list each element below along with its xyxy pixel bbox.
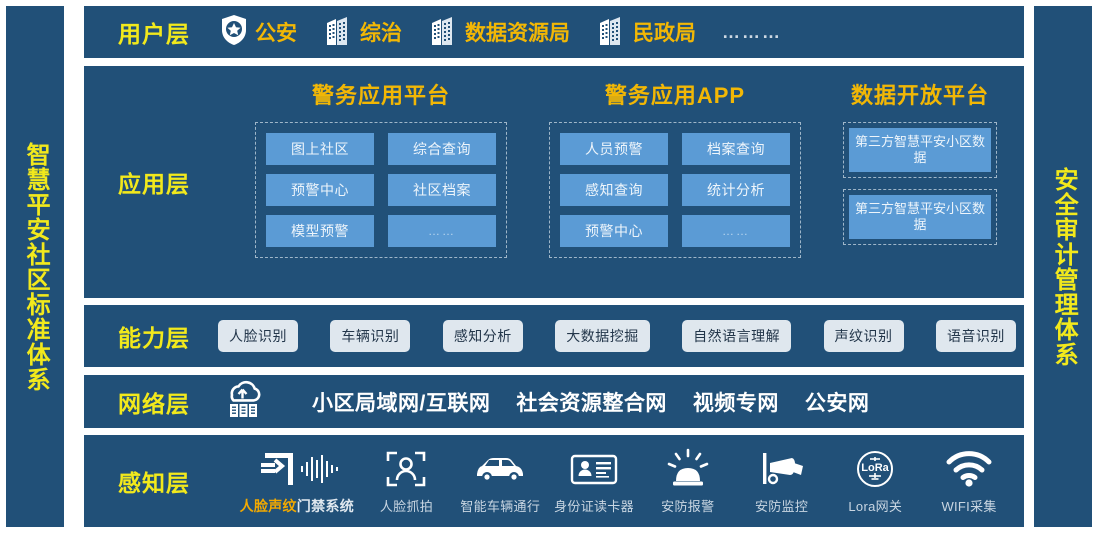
sensing-item-id-card-reader[interactable]: 身份证读卡器 (547, 447, 641, 515)
layer-user-label: 用户层 (118, 21, 190, 47)
sensing-item-label: 安防报警 (661, 499, 715, 514)
data-open-box: 第三方智慧平安小区数据 (843, 122, 997, 178)
app-tile-more[interactable]: …… (388, 215, 496, 247)
user-item-label: 民政局 (633, 22, 696, 45)
capability-chip[interactable]: 语音识别 (935, 320, 1016, 352)
app-tile[interactable]: 统计分析 (682, 174, 790, 206)
app-group-police-platform: 警务应用平台 图上社区 综合查询 预警中心 社区档案 模型预警 …… (255, 78, 507, 258)
app-tile-more[interactable]: …… (682, 215, 790, 247)
left-rail-standard-system: 智慧平安社区标准体系 (6, 6, 64, 527)
data-open-tile[interactable]: 第三方智慧平安小区数据 (849, 195, 991, 239)
app-group-police-app: 警务应用APP 人员预警 档案查询 感知查询 统计分析 预警中心 …… (549, 78, 801, 258)
user-item-civil-affairs[interactable]: 民政局 (596, 14, 696, 51)
network-item: 小区局域网/互联网 (312, 391, 491, 415)
sensing-item-lora-gateway[interactable]: LoRa Lora网关 (828, 447, 922, 515)
sensing-item-security-alarm[interactable]: 安防报警 (641, 447, 735, 515)
wifi-icon (945, 447, 993, 491)
capability-chip-list: 人脸识别 车辆识别 感知分析 大数据挖掘 自然语言理解 声纹识别 语音识别 (218, 305, 1016, 367)
id-card-reader-icon (569, 447, 619, 491)
sensing-item-label: 安防监控 (754, 499, 809, 514)
sensing-label-highlight: 人脸声纹 (239, 497, 297, 514)
sensing-label-rest: 门禁系统 (296, 497, 354, 514)
layer-application: 应用层 警务应用平台 图上社区 综合查询 预警中心 社区档案 模型预警 …… 警… (84, 66, 1024, 298)
sensing-item-label: Lora网关 (848, 499, 903, 514)
capability-chip[interactable]: 人脸识别 (218, 320, 298, 352)
building-icon (596, 14, 626, 51)
user-item-gongan[interactable]: 公安 (220, 14, 297, 51)
building-icon (428, 14, 458, 51)
app-tile[interactable]: 模型预警 (266, 215, 374, 247)
network-layer-body: 小区局域网/互联网 社会资源整合网 视频专网 公安网 (220, 375, 1014, 428)
sensing-item-label: 身份证读卡器 (554, 499, 634, 514)
user-layer-items: 公安 (220, 6, 782, 58)
app-group-data-open-platform: 数据开放平台 第三方智慧平安小区数据 第三方智慧平安小区数据 (843, 78, 997, 256)
car-icon (472, 447, 528, 491)
capability-chip[interactable]: 感知分析 (442, 320, 523, 352)
layer-user: 用户层 公安 (84, 6, 1024, 58)
user-item-label: 数据资源局 (465, 22, 570, 45)
user-item-data-bureau[interactable]: 数据资源局 (428, 14, 570, 51)
cloud-servers-icon (220, 378, 264, 425)
sensing-item-label: 智能车辆通行 (460, 499, 541, 514)
cctv-camera-icon (757, 447, 807, 491)
sensing-item-list: 人脸声纹门禁系统 人脸抓拍 (234, 435, 1016, 527)
capability-chip[interactable]: 自然语言理解 (682, 320, 792, 352)
layer-application-label: 应用层 (118, 171, 190, 197)
app-tile-grid: 图上社区 综合查询 预警中心 社区档案 模型预警 …… (255, 122, 507, 258)
app-tile[interactable]: 图上社区 (266, 133, 374, 165)
svg-text:LoRa: LoRa (862, 462, 890, 474)
application-layer-groups: 警务应用平台 图上社区 综合查询 预警中心 社区档案 模型预警 …… 警务应用A… (234, 66, 1018, 298)
data-open-box: 第三方智慧平安小区数据 (843, 189, 997, 245)
data-open-tile[interactable]: 第三方智慧平安小区数据 (849, 128, 991, 172)
app-tile[interactable]: 社区档案 (388, 174, 496, 206)
layer-capability: 能力层 人脸识别 车辆识别 感知分析 大数据挖掘 自然语言理解 声纹识别 语音识… (84, 305, 1024, 367)
alarm-bell-icon (665, 447, 711, 491)
user-layer-ellipsis: ……… (722, 21, 782, 42)
building-icon (323, 14, 353, 51)
app-group-title: 警务应用APP (604, 83, 746, 108)
app-tile[interactable]: 预警中心 (266, 174, 374, 206)
network-item: 公安网 (804, 391, 870, 415)
app-tile[interactable]: 档案查询 (682, 133, 790, 165)
right-rail-security-audit-system: 安全审计管理体系 (1034, 6, 1092, 527)
user-item-zongzhi[interactable]: 综治 (323, 14, 402, 51)
sensing-item-label: 人脸抓拍 (379, 499, 434, 514)
app-tile[interactable]: 感知查询 (560, 174, 668, 206)
app-tile[interactable]: 人员预警 (560, 133, 668, 165)
shield-star-icon (220, 14, 248, 51)
capability-chip[interactable]: 声纹识别 (823, 320, 904, 352)
left-rail-label: 智慧平安社区标准体系 (22, 141, 50, 392)
face-capture-icon (385, 447, 427, 491)
app-tile[interactable]: 综合查询 (388, 133, 496, 165)
app-group-title: 数据开放平台 (850, 83, 989, 108)
right-rail-label: 安全审计管理体系 (1050, 166, 1078, 367)
layer-capability-label: 能力层 (118, 325, 190, 351)
user-item-label: 综治 (360, 22, 402, 45)
capability-chip[interactable]: 大数据挖掘 (555, 320, 650, 352)
app-tile[interactable]: 预警中心 (560, 215, 668, 247)
app-tile-grid: 人员预警 档案查询 感知查询 统计分析 预警中心 …… (549, 122, 801, 258)
layer-sensing: 感知层 (84, 435, 1024, 527)
network-item: 社会资源整合网 (516, 391, 667, 415)
lora-gateway-icon: LoRa (853, 447, 897, 491)
capability-chip[interactable]: 车辆识别 (330, 320, 411, 352)
door-access-voice-icon (245, 447, 349, 491)
layer-network: 网络层 (84, 375, 1024, 428)
network-item: 视频专网 (692, 391, 779, 415)
sensing-item-label: 人脸声纹门禁系统 (240, 496, 354, 516)
sensing-item-access-control[interactable]: 人脸声纹门禁系统 (234, 447, 360, 516)
sensing-item-face-capture[interactable]: 人脸抓拍 (360, 447, 454, 515)
network-item-list: 小区局域网/互联网 社会资源整合网 视频专网 公安网 (312, 387, 869, 417)
sensing-item-label: WIFI采集 (941, 499, 997, 514)
sensing-item-smart-vehicle[interactable]: 智能车辆通行 (453, 447, 547, 515)
user-item-label: 公安 (255, 22, 297, 45)
app-group-title: 警务应用平台 (311, 83, 450, 108)
sensing-item-wifi-collection[interactable]: WIFI采集 (922, 447, 1016, 515)
layer-sensing-label: 感知层 (118, 470, 190, 496)
sensing-item-security-monitoring[interactable]: 安防监控 (735, 447, 829, 515)
layer-network-label: 网络层 (118, 390, 190, 417)
